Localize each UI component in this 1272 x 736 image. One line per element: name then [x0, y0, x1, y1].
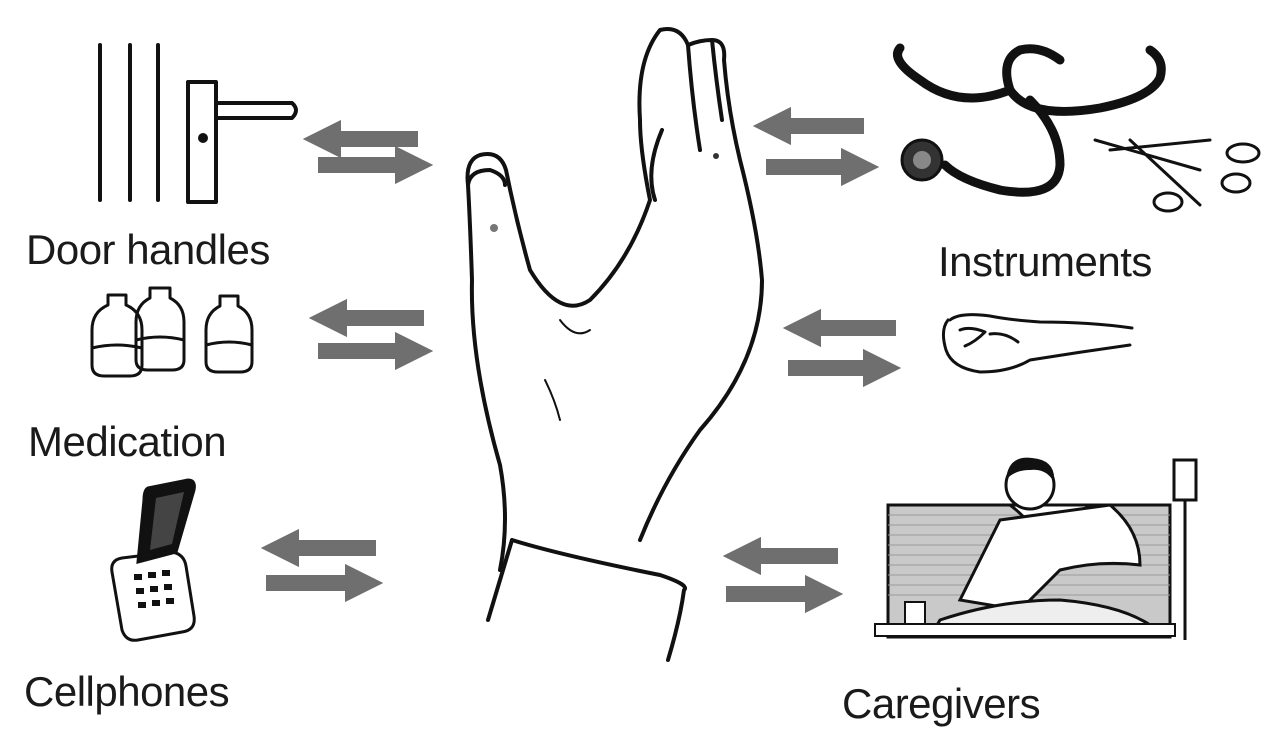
central-hand-illustration: [468, 29, 763, 660]
medication-icon: [92, 288, 252, 376]
medication-label: Medication: [28, 418, 226, 466]
door-handles-icon: [100, 45, 296, 202]
medication-exchange-arrows: [318, 318, 424, 351]
scissors-icon: [1095, 140, 1259, 211]
door-handles-exchange-arrows: [318, 139, 418, 165]
cellphones-label: Cellphones: [24, 668, 229, 716]
cellphone-icon: [112, 480, 195, 640]
instruments-label: Instruments: [938, 238, 1152, 286]
patient-exchange-arrows: [788, 328, 896, 368]
stethoscope-icon: [898, 48, 1162, 192]
caregivers-label: Caregivers: [842, 680, 1040, 728]
caregivers-exchange-arrows: [726, 556, 838, 594]
instruments-exchange-arrows: [766, 126, 864, 167]
cellphones-exchange-arrows: [266, 548, 376, 583]
patient-hand-icon: [943, 315, 1132, 372]
door-handles-label: Door handles: [26, 226, 270, 274]
caregiver-scene-icon: [875, 458, 1196, 640]
